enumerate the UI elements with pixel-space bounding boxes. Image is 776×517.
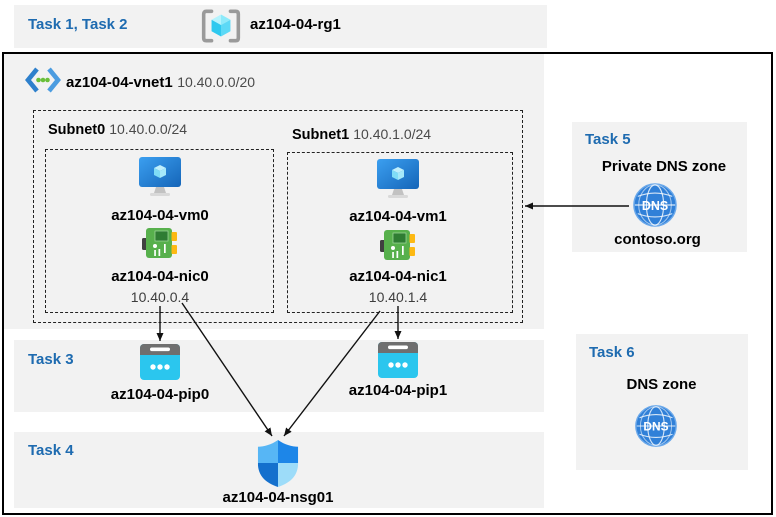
subnet0-name: Subnet0 [48,122,106,138]
task6-box [576,334,748,470]
vm0-label: az104-04-vm0 [111,207,209,224]
vnet-cidr: 10.40.0.0/20 [177,74,256,90]
vnet-icon [24,66,62,94]
resource-group-name: az104-04-rg1 [250,16,341,33]
pip1-label: az104-04-pip1 [348,382,448,399]
task12-band [14,5,547,48]
vm0-icon [138,157,182,197]
task3-label: Task 3 [28,351,74,368]
nic1-ip: 10.40.1.4 [368,289,428,305]
task3-band [14,340,544,412]
subnet1-header: Subnet1 10.40.1.0/24 [292,126,431,143]
subnets-outer-box [33,110,523,323]
dns-zone-icon: DNS [634,404,678,448]
pip0-label: az104-04-pip0 [110,386,210,403]
dns5-text: DNS [642,199,668,213]
nic0-label: az104-04-nic0 [111,268,209,285]
pip0-icon [140,344,180,380]
dns6-text: DNS [643,420,668,434]
task4-label: Task 4 [28,442,74,459]
subnet1-cidr: 10.40.1.0/24 [353,126,432,142]
nic1-icon [380,228,416,262]
task6-title: DNS zone [626,376,697,393]
subnet0-cidr: 10.40.0.0/24 [109,121,188,137]
resource-group-icon [200,7,242,45]
pip1-icon [378,342,418,378]
vnet-title: az104-04-vnet1 10.40.0.0/20 [66,74,255,92]
task5-zone-name: contoso.org [614,231,701,248]
nic0-icon [142,226,178,260]
private-dns-zone-icon: DNS [632,182,678,228]
nsg-shield-icon [255,438,301,488]
nic0-ip: 10.40.0.4 [130,289,190,305]
subnet1-box [287,152,513,313]
task5-title: Private DNS zone [601,158,727,175]
vnet-panel [4,54,544,329]
nic1-label: az104-04-nic1 [349,268,447,285]
subnet1-name: Subnet1 [292,127,350,143]
task6-label: Task 6 [589,344,635,361]
vm1-icon [376,159,420,199]
vnet-name: az104-04-vnet1 [66,74,173,91]
subnet0-header: Subnet0 10.40.0.0/24 [48,121,187,138]
task5-label: Task 5 [585,131,631,148]
nsg-label: az104-04-nsg01 [222,489,334,506]
vm1-label: az104-04-vm1 [349,208,447,225]
task12-label: Task 1, Task 2 [28,16,128,33]
